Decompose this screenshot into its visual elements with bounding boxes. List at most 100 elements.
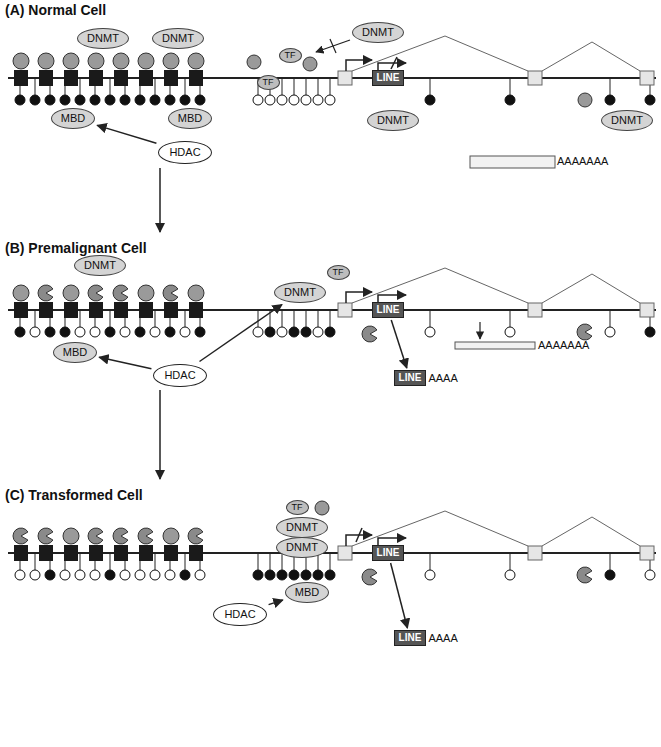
cpg-stem xyxy=(510,553,511,570)
exon xyxy=(528,71,542,85)
histone-mark xyxy=(578,93,592,107)
splice-line xyxy=(542,274,640,303)
cpg-stem xyxy=(110,553,111,570)
cpg-stem xyxy=(610,310,611,327)
unmethylated-cpg xyxy=(505,570,515,580)
histone-mark xyxy=(138,285,154,301)
unmethylated-cpg xyxy=(195,570,205,580)
nucleosome xyxy=(189,70,203,86)
histone-mark xyxy=(113,53,129,69)
methylated-cpg xyxy=(165,327,175,337)
methylated-cpg xyxy=(265,570,275,580)
arrow-connector xyxy=(269,600,283,605)
splice-line xyxy=(542,517,640,546)
dnmt-oval: DNMT xyxy=(77,28,129,49)
methylated-cpg xyxy=(180,95,190,105)
nucleosome xyxy=(114,70,128,86)
unmethylated-cpg xyxy=(313,95,323,105)
nucleosome xyxy=(89,70,103,86)
methylated-cpg xyxy=(277,570,287,580)
unmethylated-cpg xyxy=(60,570,70,580)
methylated-cpg xyxy=(90,95,100,105)
methylated-cpg xyxy=(135,327,145,337)
poly-a-tail: AAAAAAA xyxy=(557,155,608,168)
exon xyxy=(528,303,542,317)
unmethylated-cpg xyxy=(90,570,100,580)
methylated-cpg xyxy=(505,95,515,105)
nucleosome xyxy=(114,545,128,561)
node-text: MBD xyxy=(178,112,202,124)
nucleosome xyxy=(64,70,78,86)
cpg-stem xyxy=(294,78,295,95)
cpg-stem xyxy=(185,310,186,327)
histone-mark xyxy=(247,55,261,69)
node-text: MBD xyxy=(61,112,85,124)
histone-mark xyxy=(13,53,29,69)
block-slash xyxy=(356,528,362,542)
poly-a-tail: AAAAAAA xyxy=(538,339,589,352)
histone-mark xyxy=(63,285,79,301)
block-slash xyxy=(330,39,336,53)
nucleosome xyxy=(64,545,78,561)
node-text: DNMT xyxy=(286,521,318,533)
cpg-stem xyxy=(282,310,283,327)
histone-mark xyxy=(88,53,104,69)
arrow-connector xyxy=(99,357,151,368)
cpg-stem xyxy=(318,78,319,95)
block-slash xyxy=(391,57,397,69)
nucleosome xyxy=(89,545,103,561)
tf-oval: TF xyxy=(286,500,309,515)
deacetylase-shape xyxy=(38,528,53,544)
unmethylated-cpg xyxy=(277,327,287,337)
cpg-stem xyxy=(330,310,331,327)
poly-a-tail: AAAA xyxy=(428,372,457,385)
mrna-transcript xyxy=(470,156,555,168)
node-text: HDAC xyxy=(224,608,255,620)
line-transcript: LINE xyxy=(394,630,427,646)
deacetylase-shape xyxy=(113,285,128,301)
unmethylated-cpg xyxy=(289,95,299,105)
methylated-cpg xyxy=(165,95,175,105)
cpg-stem xyxy=(282,553,283,570)
methylated-cpg xyxy=(135,95,145,105)
cpg-stem xyxy=(185,553,186,570)
nucleosome xyxy=(189,545,203,561)
line-element: LINE xyxy=(372,545,405,561)
cpg-stem xyxy=(430,78,431,95)
methylated-cpg xyxy=(45,327,55,337)
nucleosome xyxy=(14,545,28,561)
methylated-cpg xyxy=(120,95,130,105)
unmethylated-cpg xyxy=(253,327,263,337)
cpg-stem xyxy=(80,310,81,327)
deacetylase-shape xyxy=(577,324,592,340)
methylated-cpg xyxy=(60,95,70,105)
dna-strand xyxy=(8,309,656,311)
unmethylated-cpg xyxy=(313,327,323,337)
methylated-cpg xyxy=(301,570,311,580)
methylated-cpg xyxy=(605,570,615,580)
cpg-stem xyxy=(610,78,611,95)
methylated-cpg xyxy=(645,327,655,337)
node-text: HDAC xyxy=(164,369,195,381)
methylated-cpg xyxy=(105,95,115,105)
tf-oval: TF xyxy=(257,75,280,90)
nucleosome xyxy=(164,302,178,318)
node-text: DNMT xyxy=(84,259,116,271)
cpg-stem xyxy=(270,553,271,570)
tf-oval: TF xyxy=(279,48,302,63)
deacetylase-shape xyxy=(38,285,53,301)
hdac-oval: HDAC xyxy=(158,141,211,164)
unmethylated-cpg xyxy=(15,570,25,580)
histone-mark xyxy=(138,53,154,69)
splice-line xyxy=(352,511,528,546)
nucleosome xyxy=(139,302,153,318)
line-transcription-arrow xyxy=(378,295,406,302)
methylated-cpg xyxy=(195,327,205,337)
node-text: DNMT xyxy=(284,286,316,298)
cpg-stem xyxy=(35,78,36,95)
mbd-oval: MBD xyxy=(285,582,329,603)
cpg-stem xyxy=(110,310,111,327)
mrna-transcript xyxy=(455,342,535,349)
